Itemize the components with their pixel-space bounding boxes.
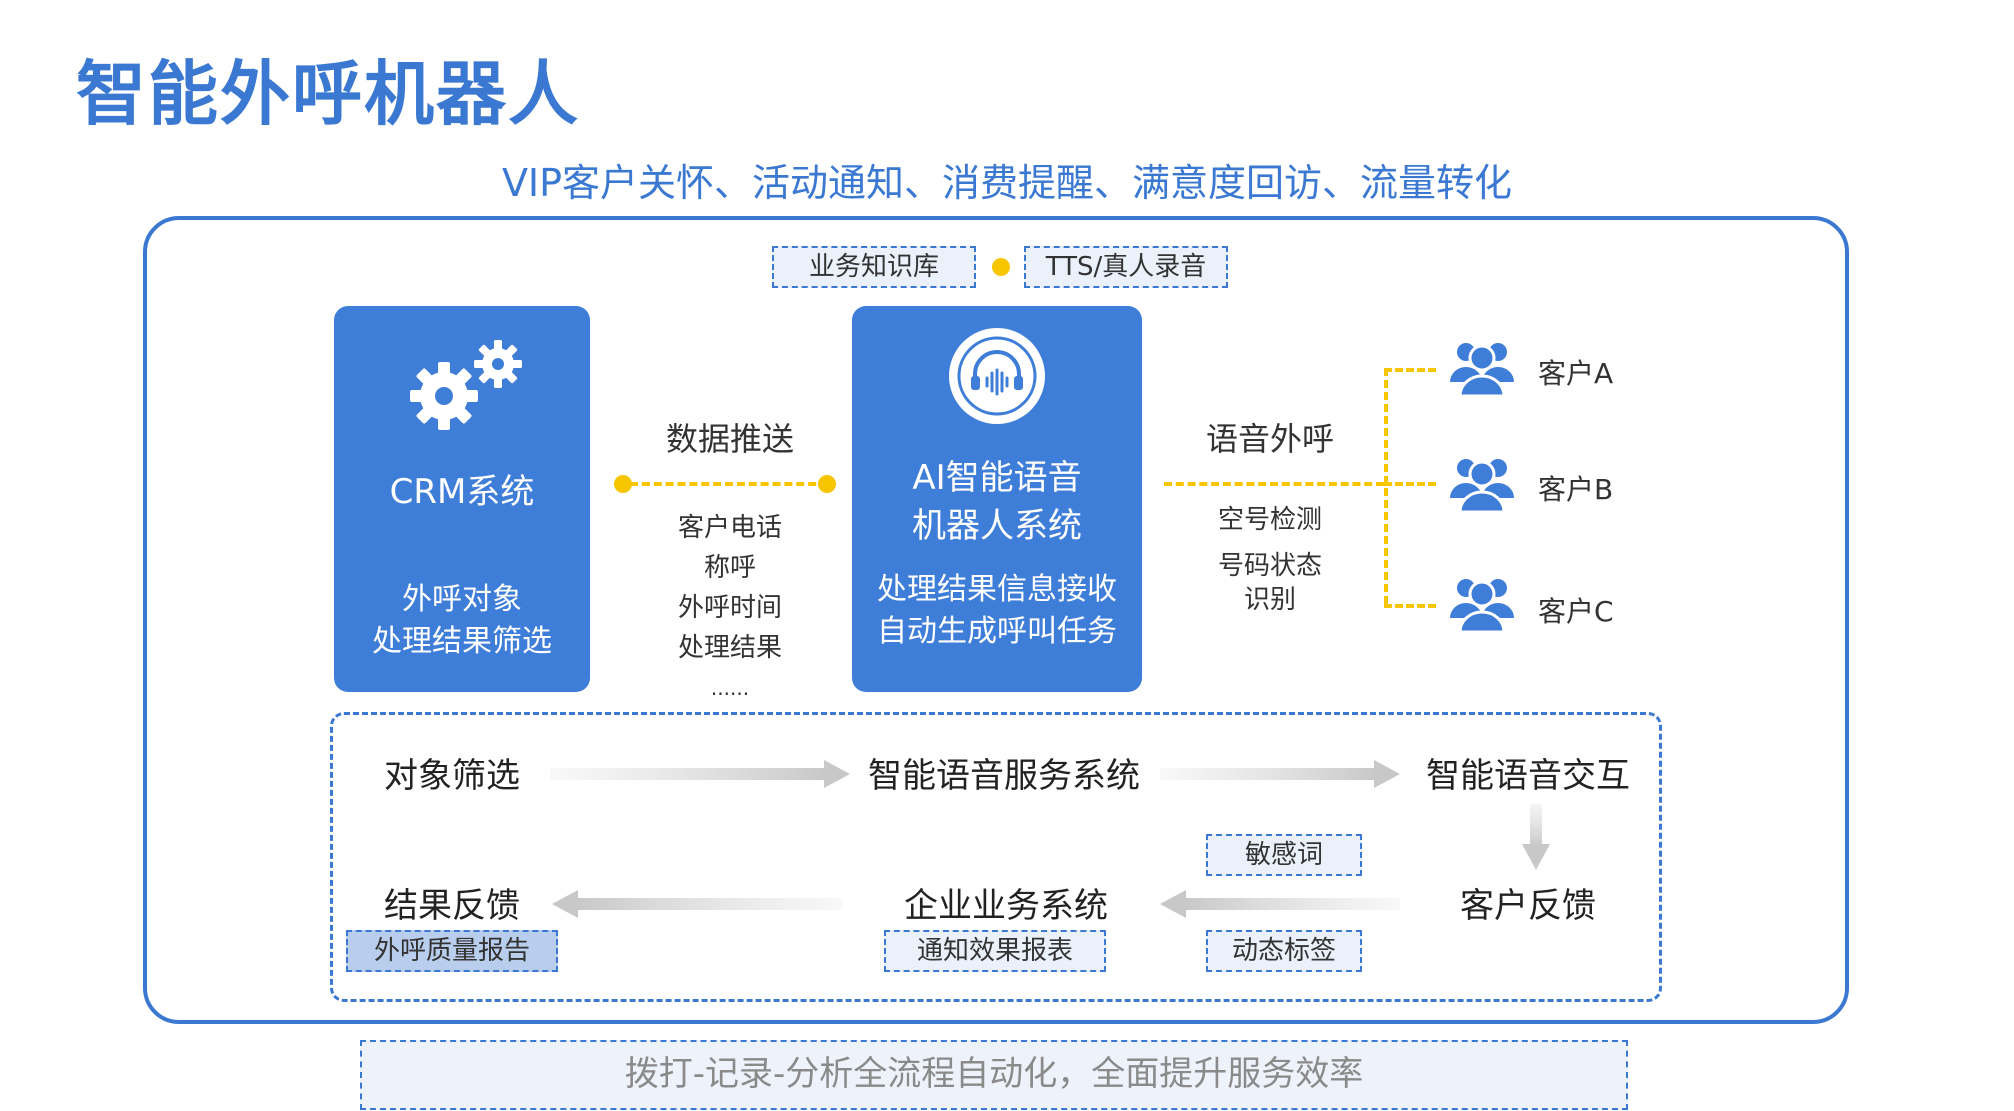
flow-voice-service: 智能语音服务系统: [868, 756, 1140, 796]
arrow-down-icon: [1522, 804, 1550, 870]
data-push-dot-right: [818, 475, 836, 493]
data-push-label: 数据推送: [665, 420, 794, 458]
crm-title: CRM系统: [389, 472, 535, 512]
headset-voice-icon: [949, 328, 1045, 424]
customer-b-icon: [1450, 459, 1514, 512]
data-push-item: ......: [710, 676, 750, 700]
customer-a-label: 客户A: [1538, 357, 1614, 390]
tts-label: TTS/真人录音: [1045, 252, 1207, 282]
page-title: 智能外呼机器人: [76, 53, 580, 135]
arrow-left-icon: [552, 890, 842, 918]
gears-icon: [410, 340, 522, 430]
crm-line-2: 处理结果筛选: [372, 624, 552, 659]
data-push-item: 外呼时间: [677, 593, 782, 623]
quality-report-label: 外呼质量报告: [373, 936, 530, 966]
ai-robot-title-2: 机器人系统: [912, 506, 1082, 546]
ai-robot-box: AI智能语音 机器人系统 处理结果信息接收 自动生成呼叫任务: [852, 306, 1142, 692]
data-push-item: 客户电话: [677, 513, 782, 543]
notify-report-label: 通知效果报表: [916, 936, 1073, 966]
voice-call-item: 空号检测: [1217, 505, 1322, 535]
flow-enterprise-system: 企业业务系统: [904, 886, 1108, 926]
crm-system-box: CRM系统 外呼对象 处理结果筛选: [334, 306, 590, 692]
customer-c-icon: [1450, 579, 1514, 632]
ai-robot-desc-1: 处理结果信息接收: [877, 572, 1117, 607]
sensitive-words-label: 敏感词: [1244, 840, 1323, 870]
knowledge-base-tag: 业务知识库: [772, 246, 976, 288]
flow-customer-feedback: 客户反馈: [1460, 886, 1596, 926]
quality-report-tag: 外呼质量报告: [346, 930, 558, 972]
data-push-item: 称呼: [703, 553, 756, 583]
diagram-frame: [143, 216, 1849, 1024]
data-push-item: 处理结果: [677, 633, 782, 663]
voice-call-label: 语音外呼: [1205, 420, 1334, 458]
page-subtitle: VIP客户关怀、活动通知、消费提醒、满意度回访、流量转化: [501, 161, 1513, 205]
data-push-dot-left: [614, 475, 632, 493]
customer-branch-a: [1384, 368, 1436, 372]
voice-call-item: 号码状态: [1217, 551, 1322, 581]
process-flow-frame: [330, 712, 1662, 1002]
customer-branch-line: [1384, 368, 1388, 604]
data-push-line: [630, 482, 828, 486]
ai-robot-desc-2: 自动生成呼叫任务: [877, 614, 1117, 649]
arrow-left-icon: [1160, 890, 1400, 918]
sensitive-words-tag: 敏感词: [1206, 834, 1362, 876]
flow-object-filter: 对象筛选: [384, 756, 520, 796]
crm-line-1: 外呼对象: [402, 582, 522, 617]
flow-voice-interaction: 智能语音交互: [1426, 756, 1630, 796]
bottom-banner: 拨打-记录-分析全流程自动化，全面提升服务效率: [360, 1040, 1628, 1110]
arrow-right-icon: [550, 760, 850, 788]
flow-result-feedback: 结果反馈: [384, 886, 520, 926]
customer-branch-c: [1384, 604, 1436, 608]
customer-branch-b: [1384, 482, 1436, 486]
voice-call-item: 识别: [1243, 585, 1296, 615]
ai-robot-title-1: AI智能语音: [912, 458, 1082, 498]
customer-a-icon: [1450, 343, 1514, 396]
knowledge-base-label: 业务知识库: [808, 252, 939, 282]
dynamic-labels-label: 动态标签: [1231, 936, 1336, 966]
voice-call-line: [1164, 482, 1384, 486]
dynamic-labels-tag: 动态标签: [1206, 930, 1362, 972]
tts-tag: TTS/真人录音: [1024, 246, 1228, 288]
customer-c-label: 客户C: [1538, 595, 1614, 628]
arrow-right-icon: [1160, 760, 1400, 788]
customer-b-label: 客户B: [1538, 473, 1614, 506]
connector-dot: [992, 258, 1010, 276]
notify-report-tag: 通知效果报表: [884, 930, 1106, 972]
